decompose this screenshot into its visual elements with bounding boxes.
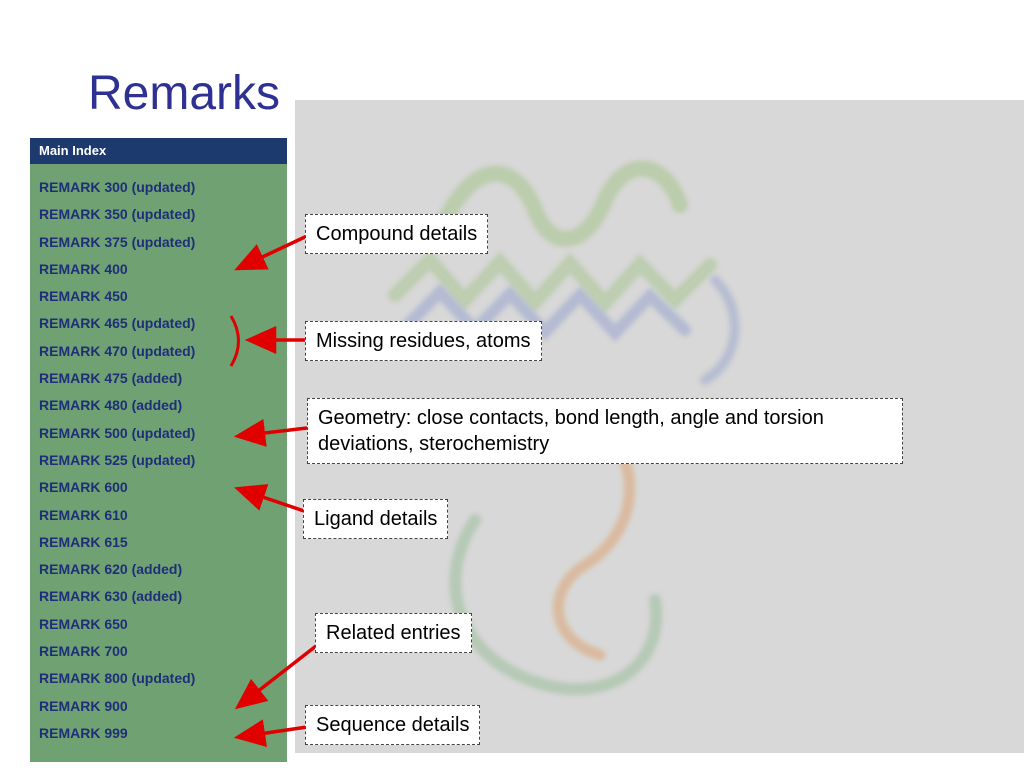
remark-item-500[interactable]: REMARK 500 (updated) [39, 424, 196, 441]
annotation-sequence-details: Sequence details [305, 705, 481, 745]
remark-item-600[interactable]: REMARK 600 [39, 479, 128, 496]
annotation-missing-residues: Missing residues, atoms [305, 321, 542, 361]
remark-item-630[interactable]: REMARK 630 (added) [39, 588, 183, 605]
annotation-related-entries: Related entries [315, 613, 472, 653]
remark-item-375[interactable]: REMARK 375 (updated) [39, 233, 196, 250]
remark-item-650[interactable]: REMARK 650 [39, 615, 128, 632]
remark-item-525[interactable]: REMARK 525 (updated) [39, 451, 196, 468]
annotation-geometry: Geometry: close contacts, bond length, a… [307, 398, 903, 464]
sidebar-header: Main Index [30, 138, 287, 164]
remark-item-615[interactable]: REMARK 615 [39, 533, 128, 550]
remark-item-999[interactable]: REMARK 999 [39, 724, 128, 741]
remark-item-800[interactable]: REMARK 800 (updated) [39, 670, 196, 687]
remark-item-475[interactable]: REMARK 475 (added) [39, 370, 183, 387]
remark-item-620[interactable]: REMARK 620 (added) [39, 561, 183, 578]
slide-title: Remarks [88, 67, 281, 120]
remark-item-450[interactable]: REMARK 450 [39, 288, 128, 305]
remark-list: REMARK 300 (updated) REMARK 350 (updated… [30, 164, 287, 762]
remark-item-350[interactable]: REMARK 350 (updated) [39, 206, 196, 223]
remark-item-610[interactable]: REMARK 610 [39, 506, 128, 523]
annotation-ligand-details: Ligand details [303, 499, 449, 539]
remark-item-900[interactable]: REMARK 900 [39, 697, 128, 714]
remark-item-465[interactable]: REMARK 465 (updated) [39, 315, 196, 332]
remark-item-400[interactable]: REMARK 400 [39, 260, 128, 277]
annotation-compound-details: Compound details [305, 214, 489, 254]
remark-item-470[interactable]: REMARK 470 (updated) [39, 342, 196, 359]
remark-item-480[interactable]: REMARK 480 (added) [39, 397, 183, 414]
main-index-sidebar: Main Index REMARK 300 (updated) REMARK 3… [30, 138, 287, 762]
remark-item-700[interactable]: REMARK 700 [39, 643, 128, 660]
remark-item-300[interactable]: REMARK 300 (updated) [39, 179, 196, 195]
protein-structure-image [388, 160, 740, 696]
